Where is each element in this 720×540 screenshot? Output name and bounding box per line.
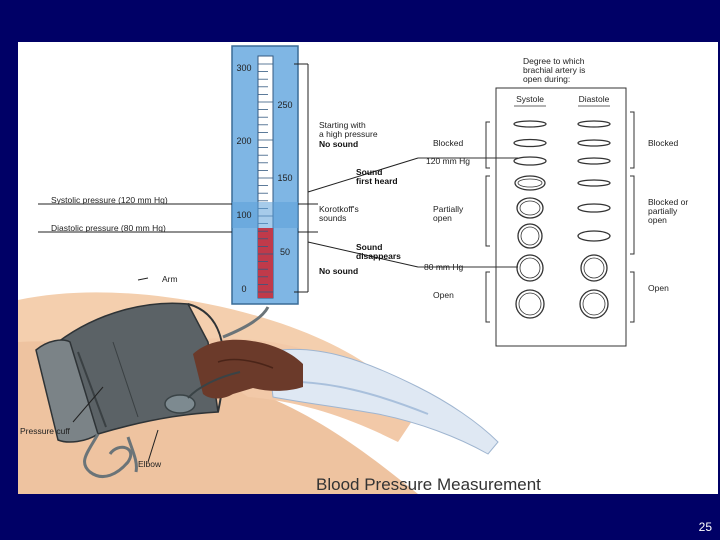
connector-lines — [38, 157, 419, 463]
gauge-tick-300: 300 — [236, 63, 251, 73]
artery-cross-section — [577, 203, 611, 213]
artery-lumen — [517, 178, 543, 188]
starting-line1: Starting with — [319, 120, 366, 130]
artery-lumen — [582, 292, 606, 316]
systole-header: Systole — [516, 94, 544, 104]
tubing — [83, 306, 270, 478]
sound-first-heard-1: Sound — [356, 167, 382, 177]
panel-header-3: open during: — [523, 74, 570, 84]
sphygmomanometer-gauge: 300 200 100 0 250 150 50 — [231, 45, 309, 305]
open-right: Open — [648, 283, 669, 293]
artery-lumen — [519, 200, 541, 216]
blocked-partially-3: open — [648, 215, 667, 225]
no-sound-top: No sound — [319, 139, 358, 149]
hand-stethoscope — [164, 339, 303, 414]
diastolic-label: Diastolic pressure (80 mm Hg) — [51, 223, 166, 233]
gauge-tick-50: 50 — [280, 247, 290, 257]
panel-header-1: Degree to which — [523, 56, 585, 66]
artery-cross-section — [577, 179, 611, 187]
caption: Blood Pressure Measurement — [316, 475, 541, 494]
panel-header-2: brachial artery is — [523, 65, 585, 75]
mmhg-80: 80 mm Hg — [424, 262, 463, 272]
artery-lumen — [520, 226, 540, 246]
diastole-header: Diastole — [579, 94, 610, 104]
artery-panel: Degree to which brachial artery is open … — [418, 56, 688, 347]
gauge-tick-150: 150 — [277, 173, 292, 183]
artery-cross-section — [577, 157, 611, 165]
sound-disappears-1: Sound — [356, 242, 382, 252]
blocked-left: Blocked — [433, 138, 464, 148]
pressure-cuff-label: Pressure cuff — [20, 426, 71, 436]
gauge-tick-0: 0 — [241, 284, 246, 294]
artery-cross-section — [577, 230, 611, 242]
partially-2: open — [433, 213, 452, 223]
artery-lumen — [518, 292, 542, 316]
sound-first-heard-2: first heard — [356, 176, 398, 186]
mmhg-120: 120 mm Hg — [426, 156, 470, 166]
gauge-tick-100: 100 — [236, 210, 251, 220]
gauge-tick-250: 250 — [277, 100, 292, 110]
elbow-label: Elbow — [138, 459, 162, 469]
partially-1: Partially — [433, 204, 464, 214]
gauge-tick-200: 200 — [236, 136, 251, 146]
arm-label: Arm — [162, 274, 178, 284]
blocked-right: Blocked — [648, 138, 679, 148]
blocked-partially-1: Blocked or — [648, 197, 688, 207]
korotkoff-2: sounds — [319, 213, 346, 223]
diagram: 300 200 100 0 250 150 50 Systolic pressu… — [18, 45, 688, 494]
slide-number: 25 — [698, 520, 712, 534]
artery-cross-section — [577, 120, 611, 128]
systolic-label: Systolic pressure (120 mm Hg) — [51, 195, 168, 205]
artery-cross-section — [513, 120, 547, 128]
korotkoff-1: Korotkoff's — [319, 204, 359, 214]
blocked-partially-2: partially — [648, 206, 678, 216]
figure-panel: 300 200 100 0 250 150 50 Systolic pressu… — [18, 42, 718, 494]
open-left: Open — [433, 290, 454, 300]
artery-cross-section — [577, 139, 611, 147]
artery-lumen — [583, 257, 605, 279]
sound-disappears-2: disappears — [356, 251, 401, 261]
starting-line2: a high pressure — [319, 129, 378, 139]
no-sound-bottom: No sound — [319, 266, 358, 276]
artery-cross-section — [513, 138, 547, 148]
artery-lumen — [519, 257, 541, 279]
artery-cross-section — [513, 156, 547, 166]
